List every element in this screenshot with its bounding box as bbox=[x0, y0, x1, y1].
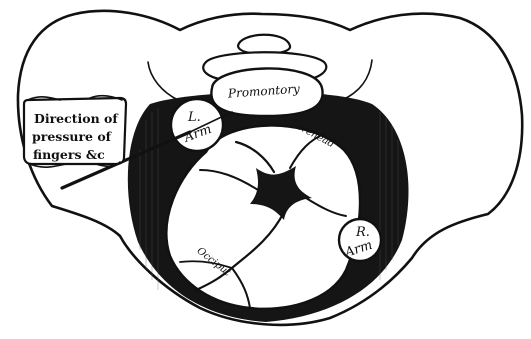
left-arm-label-line1: L. bbox=[187, 110, 201, 125]
direction-label-line1: Direction of bbox=[34, 111, 119, 126]
direction-label-line2: pressure of bbox=[32, 129, 113, 144]
direction-label-line3: fingers &c bbox=[33, 147, 105, 162]
left-ilium-line bbox=[148, 62, 178, 100]
left-arm-circle bbox=[171, 99, 223, 151]
right-ilium-line bbox=[342, 60, 372, 100]
